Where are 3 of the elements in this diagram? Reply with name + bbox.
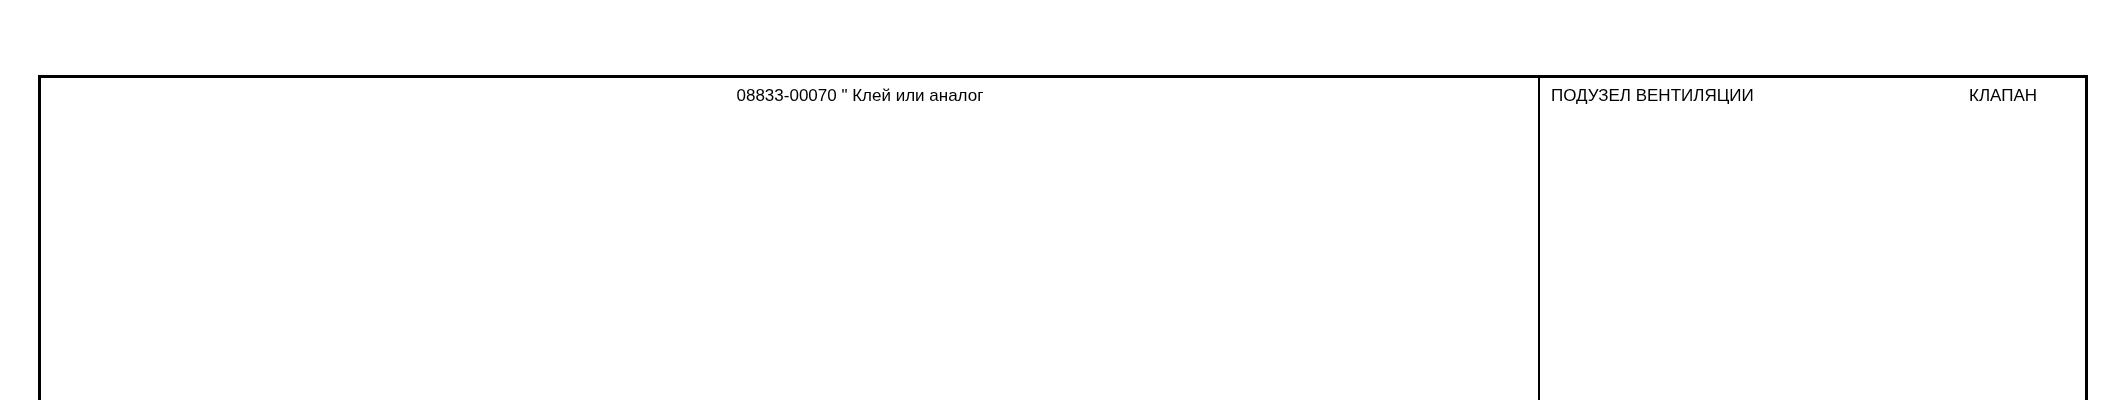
part-name: КЛАПАН: [1969, 86, 2038, 106]
assembly-name: ПОДУЗЕЛ ВЕНТИЛЯЦИИ: [1551, 86, 1754, 106]
material-note: 08833-00070 " Клей или аналог: [736, 86, 984, 106]
